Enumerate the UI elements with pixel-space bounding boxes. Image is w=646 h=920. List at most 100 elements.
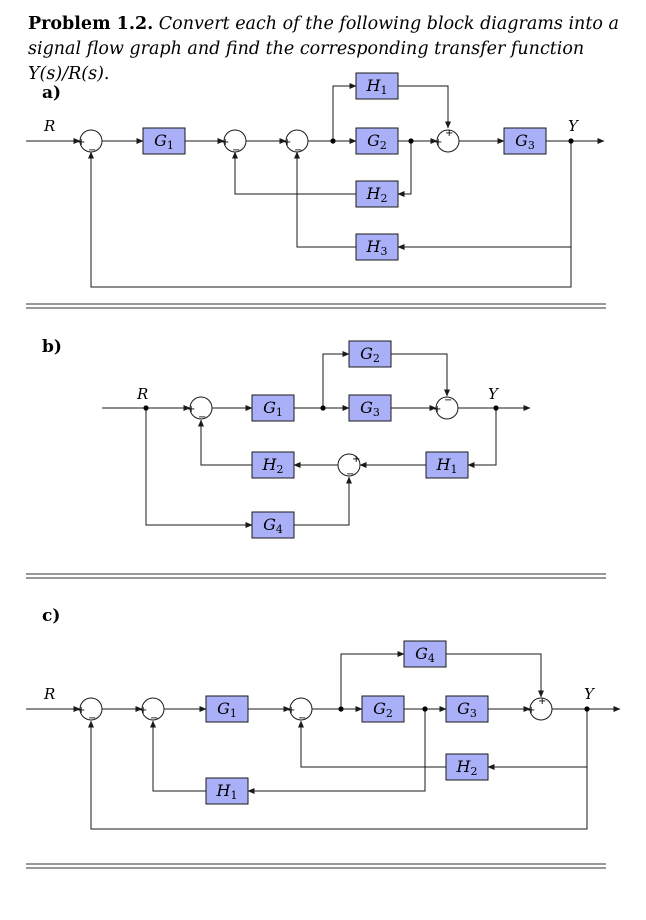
- part-b-input-label: R: [136, 385, 148, 403]
- sign-plus: +: [139, 705, 147, 716]
- branch-point: [568, 138, 574, 144]
- block-a-g3: G3: [503, 127, 547, 155]
- branch-point: [493, 405, 499, 411]
- part-a-output-label: Y: [568, 117, 580, 135]
- wire-c-unity-feedback: [88, 720, 588, 830]
- wire-a-to-h2: [397, 141, 412, 197]
- summing-junction-a2: [223, 129, 247, 153]
- svg-text:H1: H1: [366, 76, 388, 97]
- svg-text:G3: G3: [360, 398, 380, 419]
- sign-plus: +: [283, 137, 291, 148]
- block-c-g1: G1: [205, 695, 249, 723]
- sign-minus: −: [232, 145, 240, 156]
- summing-junction-a1: [79, 129, 103, 153]
- sign-plus: +: [77, 705, 85, 716]
- problem-statement: Convert each of the following block diag…: [28, 14, 619, 84]
- block-c-g3: G3: [445, 695, 489, 723]
- block-b-g1: G1: [251, 394, 295, 422]
- block-b-h1: H1: [425, 451, 469, 479]
- block-a-h1: H1: [355, 72, 399, 100]
- svg-text:G2: G2: [367, 131, 387, 152]
- block-a-h3: H3: [355, 233, 399, 261]
- sign-minus: −: [294, 145, 302, 156]
- svg-text:G3: G3: [457, 699, 477, 720]
- summing-junction-b1: [189, 396, 213, 420]
- wire-b-h2-to-s1: [198, 419, 252, 466]
- summing-junction-b3: [337, 453, 361, 477]
- wire-c-g4-to-s4: [446, 653, 544, 698]
- block-b-g2: G2: [348, 340, 392, 368]
- svg-text:G2: G2: [360, 344, 380, 365]
- svg-text:G4: G4: [415, 644, 435, 665]
- branch-point: [320, 405, 326, 411]
- svg-text:H2: H2: [262, 455, 284, 476]
- block-a-g2: G2: [355, 127, 399, 155]
- wire-a-h3-to-s3: [294, 151, 356, 248]
- part-b-output-label: Y: [488, 385, 500, 403]
- sign-plus: +: [352, 454, 360, 465]
- wire-c-to-g4: [340, 651, 405, 709]
- branch-point: [422, 706, 428, 712]
- svg-text:G1: G1: [263, 398, 283, 419]
- svg-text:G4: G4: [263, 515, 283, 536]
- svg-text:H1: H1: [216, 781, 238, 802]
- summing-junction-a3: [285, 129, 309, 153]
- sign-minus: −: [346, 469, 354, 480]
- wire-a-h2-to-s2: [232, 151, 356, 195]
- block-c-g2: G2: [361, 695, 405, 723]
- wire-a-h1-to-s4: [398, 85, 451, 129]
- problem-heading: Problem 1.2. Convert each of the followi…: [28, 12, 628, 87]
- wire-c-h1-to-s2: [150, 720, 206, 792]
- svg-text:H1: H1: [436, 455, 458, 476]
- summing-junction-c3: [289, 697, 313, 721]
- wire-b-to-g4: [145, 408, 253, 528]
- sign-minus: −: [88, 713, 96, 724]
- block-c-h2: H2: [445, 753, 489, 781]
- part-c-output-label: Y: [584, 685, 596, 703]
- sign-plus: +: [445, 128, 453, 139]
- separator-2: [26, 573, 606, 579]
- summing-junction-c2: [141, 697, 165, 721]
- branch-point: [338, 706, 344, 712]
- sign-plus: +: [433, 404, 441, 415]
- diagram-b: b) R Y + −: [42, 337, 531, 539]
- wire-a-to-h1: [332, 83, 357, 141]
- block-b-g4: G4: [251, 511, 295, 539]
- block-c-g4: G4: [403, 640, 447, 668]
- branch-point: [143, 405, 149, 411]
- svg-text:G1: G1: [154, 131, 174, 152]
- svg-text:H2: H2: [456, 757, 478, 778]
- sign-minus: −: [444, 395, 452, 406]
- sign-minus: −: [88, 145, 96, 156]
- block-c-h1: H1: [205, 777, 249, 805]
- svg-text:H3: H3: [366, 237, 388, 258]
- block-a-h2: H2: [355, 180, 399, 208]
- part-c-label: c): [42, 606, 60, 626]
- diagram-a: a) R Y: [26, 72, 605, 288]
- sign-plus: +: [538, 696, 546, 707]
- wire-c-to-h1: [247, 709, 426, 794]
- separator-1: [26, 303, 606, 309]
- sign-plus: +: [287, 705, 295, 716]
- sign-minus: −: [298, 713, 306, 724]
- part-a-label: a): [42, 83, 61, 103]
- summing-junction-c1: [79, 697, 103, 721]
- part-b-label: b): [42, 337, 62, 357]
- wire-a-to-h3: [397, 141, 572, 250]
- branch-point: [408, 138, 414, 144]
- branch-point: [330, 138, 336, 144]
- part-c-input-label: R: [43, 685, 55, 703]
- block-b-h2: H2: [251, 451, 295, 479]
- part-a-input-label: R: [43, 117, 55, 135]
- svg-text:G3: G3: [515, 131, 535, 152]
- diagram-c: c) R Y: [26, 606, 621, 830]
- sign-plus: +: [221, 137, 229, 148]
- wire-b-to-h1: [467, 408, 497, 468]
- separator-3: [26, 863, 606, 869]
- wire-a-unity-feedback: [88, 151, 572, 288]
- summing-junction-c4: [529, 697, 553, 721]
- wire-b-to-g2: [322, 351, 350, 408]
- svg-text:H2: H2: [366, 184, 388, 205]
